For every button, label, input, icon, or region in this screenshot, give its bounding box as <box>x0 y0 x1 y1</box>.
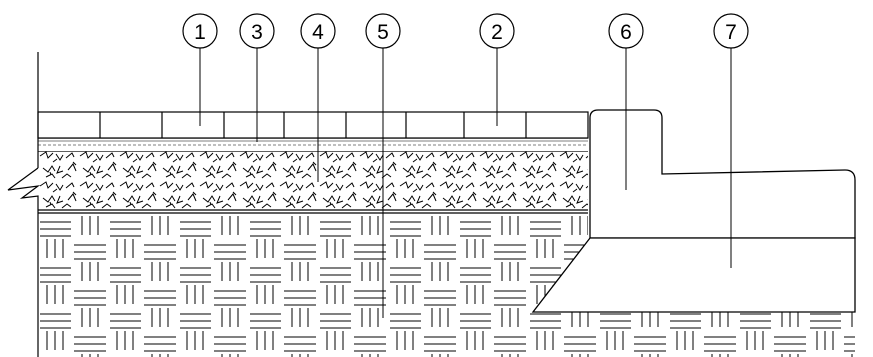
svg-text:5: 5 <box>377 21 389 44</box>
callout-6: 6 <box>608 13 644 49</box>
leader-lines <box>199 48 732 318</box>
svg-text:1: 1 <box>194 21 206 44</box>
callout-1: 1 <box>182 13 218 49</box>
svg-text:7: 7 <box>725 21 737 44</box>
paving-blocks-layer <box>37 111 589 139</box>
callouts: 1 3 4 5 2 6 7 <box>182 13 749 49</box>
callout-3: 3 <box>239 13 275 49</box>
callout-5: 5 <box>365 13 401 49</box>
svg-text:4: 4 <box>312 21 324 44</box>
sand-bedding-layer <box>38 137 588 151</box>
callout-2: 2 <box>479 13 515 49</box>
gravel-base-layer <box>38 150 588 211</box>
svg-text:6: 6 <box>620 21 632 44</box>
svg-text:3: 3 <box>251 21 263 44</box>
break-line <box>7 52 41 357</box>
callout-7: 7 <box>713 13 749 49</box>
kerb-foundation <box>531 237 856 313</box>
subgrade-layer <box>38 212 855 357</box>
svg-text:2: 2 <box>491 21 503 44</box>
kerb-stone <box>589 109 856 239</box>
callout-4: 4 <box>300 13 336 49</box>
